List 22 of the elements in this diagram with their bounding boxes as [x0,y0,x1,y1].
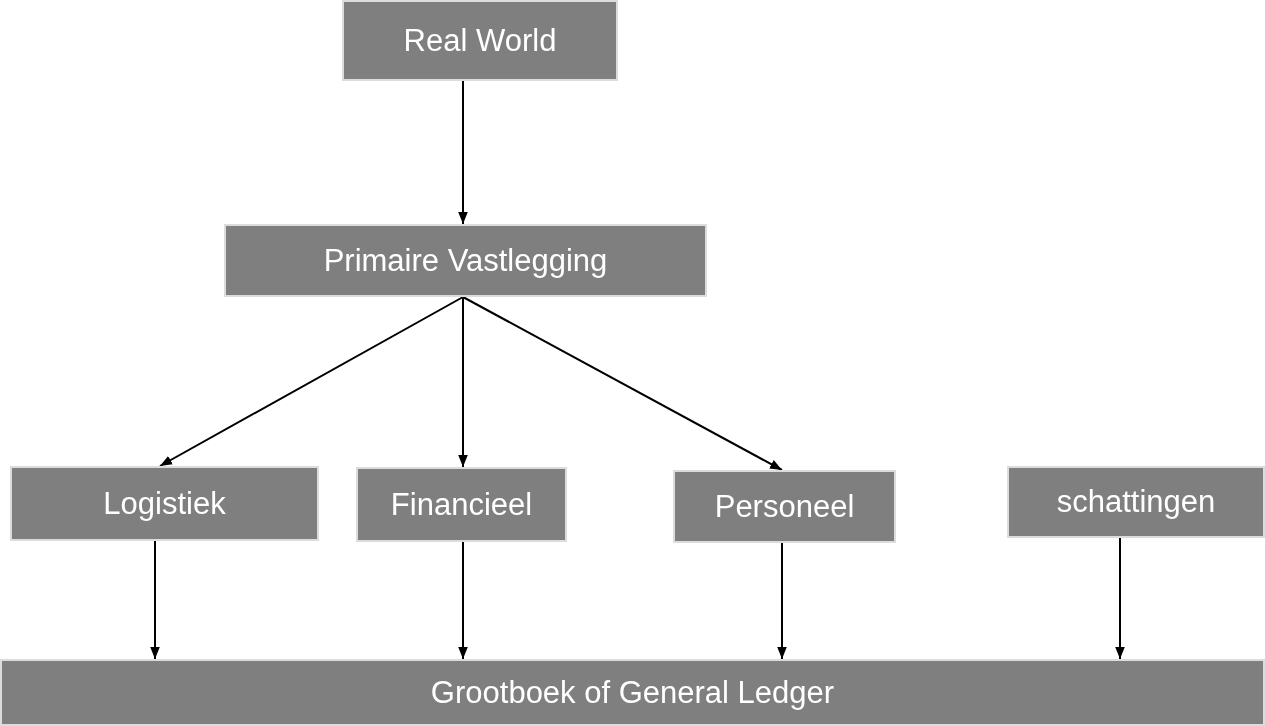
box-label: Primaire Vastlegging [323,242,608,279]
process-box [356,467,567,542]
process-box [1007,466,1265,538]
arrow [458,296,468,468]
arrow [777,542,787,660]
process-box [342,0,618,81]
arrow [458,80,468,225]
box-label: Financieel [390,486,533,523]
arrow [150,540,160,660]
arrow [159,296,464,467]
process-box [10,466,319,541]
arrow [462,296,783,471]
process-box [224,224,707,297]
process-box [0,659,1265,726]
process-box [673,470,896,543]
arrow [458,541,468,660]
box-label: Personeel [714,488,855,525]
box-label: Logistiek [103,485,226,522]
box-label: Real World [403,22,557,59]
arrow [1115,537,1125,660]
box-label: schattingen [1056,484,1216,520]
box-label: Grootboek of General Ledger [430,674,835,711]
